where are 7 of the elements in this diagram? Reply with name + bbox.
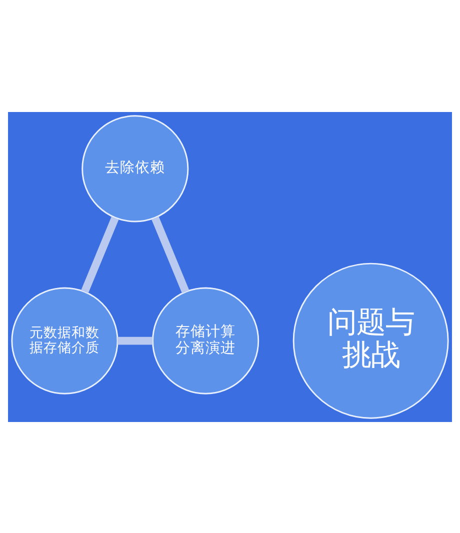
connector — [152, 216, 190, 293]
node-circle: 存储计算分离演进 — [152, 286, 260, 394]
node-circle: 去除依赖 — [82, 114, 189, 222]
connector — [81, 216, 119, 293]
node-circle: 问题与挑战 — [292, 262, 449, 418]
connector — [118, 336, 153, 344]
node-circle: 元数据和数据存储介质 — [11, 286, 118, 394]
